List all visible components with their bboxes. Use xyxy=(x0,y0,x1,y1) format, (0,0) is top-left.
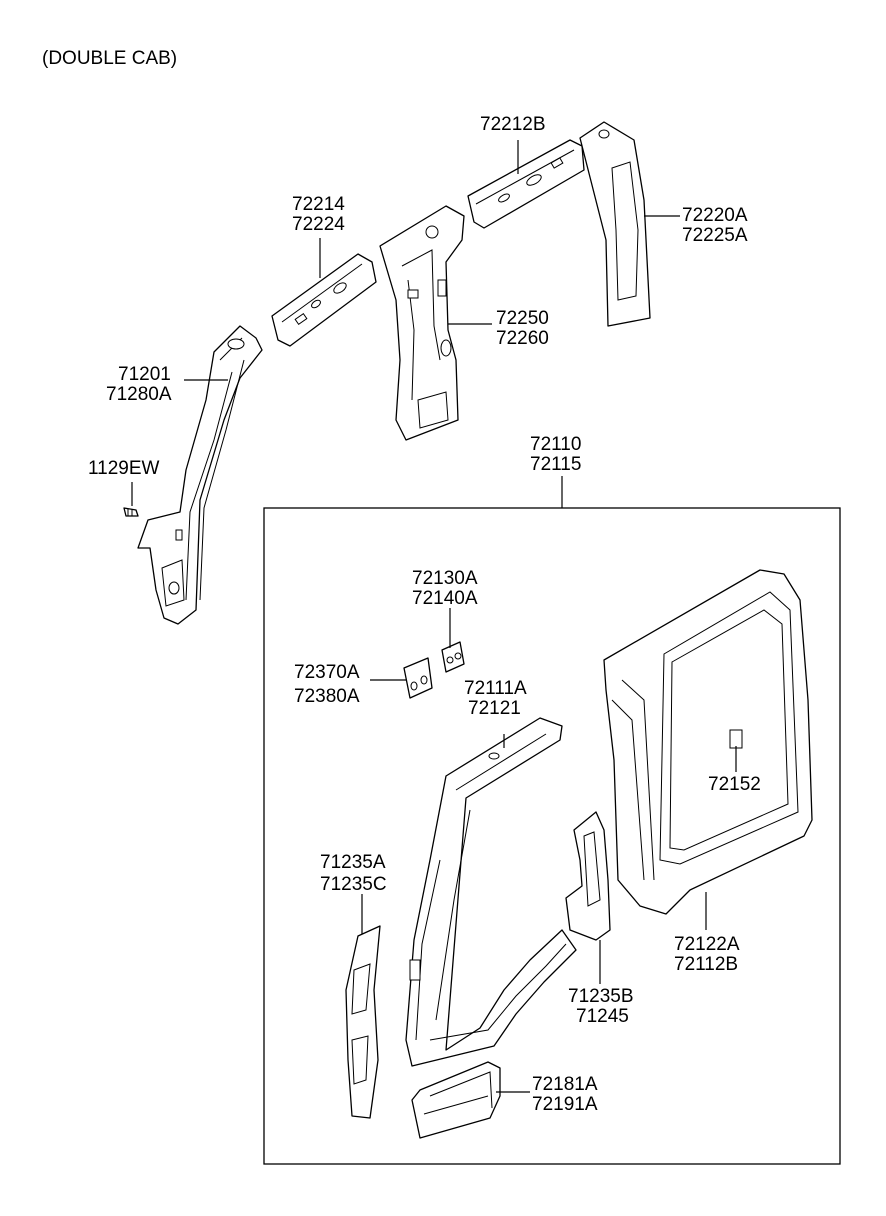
callout-72140A: 72140A xyxy=(412,588,478,609)
callout-71235A: 71235A xyxy=(320,852,386,873)
variant-title: (DOUBLE CAB) xyxy=(42,48,177,69)
roof-rail-front-part xyxy=(271,253,377,347)
outer-side-panel-part xyxy=(603,569,813,915)
assembly-group-frame xyxy=(263,507,841,1165)
callout-1129EW: 1129EW xyxy=(88,458,160,479)
callout-72370A: 72370A xyxy=(294,662,360,683)
callout-72225A: 72225A xyxy=(682,225,748,246)
callout-72181A: 72181A xyxy=(532,1074,598,1095)
callout-71235B: 71235B xyxy=(568,986,634,1007)
callout-72224: 72224 xyxy=(292,214,345,235)
rear-pillar-part xyxy=(579,121,651,327)
callout-72250: 72250 xyxy=(496,308,549,329)
callout-72122A: 72122A xyxy=(674,934,740,955)
callout-72260: 72260 xyxy=(496,328,549,349)
callout-72130A: 72130A xyxy=(412,568,478,589)
leader-lines xyxy=(131,140,737,1093)
small-bracket-lower-part xyxy=(403,657,433,699)
callout-72212B: 72212B xyxy=(480,114,546,135)
sill-extension-part xyxy=(411,1061,501,1139)
callout-72191A: 72191A xyxy=(532,1094,598,1115)
center-pillar-part xyxy=(379,205,465,441)
callout-72214: 72214 xyxy=(292,194,345,215)
callout-71280A: 71280A xyxy=(106,384,172,405)
front-pillar-part xyxy=(137,325,263,625)
pillar-reinforcement-part xyxy=(345,925,381,1119)
bolt-part xyxy=(123,507,139,517)
callout-72121: 72121 xyxy=(468,698,521,719)
callout-72112B: 72112B xyxy=(674,954,738,975)
callout-71245: 71245 xyxy=(576,1006,629,1027)
callout-72220A: 72220A xyxy=(682,205,748,226)
callout-72111A: 72111A xyxy=(464,678,527,699)
callout-72152: 72152 xyxy=(708,774,761,795)
callout-71235C: 71235C xyxy=(320,874,387,895)
callout-72115: 72115 xyxy=(530,454,581,475)
small-bracket-upper-part xyxy=(441,641,465,673)
callout-71201: 71201 xyxy=(118,364,171,385)
roof-rail-rear-part xyxy=(467,139,585,229)
callout-72110: 72110 xyxy=(530,434,581,455)
callout-72380A: 72380A xyxy=(294,686,360,707)
inner-front-pillar-part xyxy=(405,717,577,1067)
gusset-part xyxy=(565,811,611,941)
